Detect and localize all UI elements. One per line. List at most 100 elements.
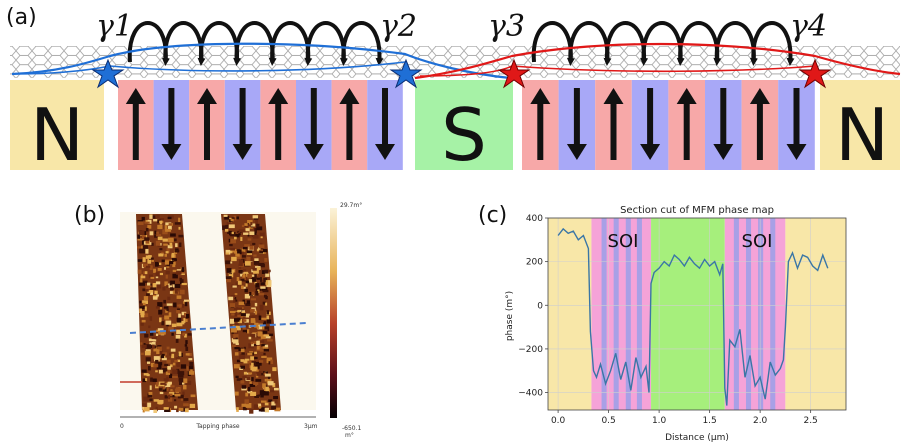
texture-speck [235,342,239,345]
texture-speck [180,407,187,412]
texture-speck [145,239,150,244]
wavefunction-left [11,42,511,80]
texture-speck [174,394,181,397]
texture-speck [249,384,256,387]
texture-speck [137,269,142,274]
texture-speck [172,362,176,366]
texture-speck [144,306,147,311]
texture-speck [262,249,268,253]
texture-speck [246,300,251,304]
texture-speck [183,378,188,384]
texture-speck [228,224,235,229]
texture-speck [257,346,260,350]
arrow-up-icon [676,88,697,160]
texture-speck [148,366,151,371]
texture-speck [153,399,159,402]
texture-speck [164,395,171,399]
texture-speck [178,313,181,319]
texture-speck [237,317,241,321]
texture-speck [231,231,234,235]
texture-speck [153,347,159,352]
texture-speck [154,290,158,294]
texture-speck [170,385,175,388]
texture-speck [145,285,152,289]
texture-speck [259,293,265,296]
texture-speck [147,225,152,229]
texture-speck [175,243,178,247]
texture-speck [164,315,170,320]
texture-speck [230,238,236,244]
texture-speck [149,214,153,219]
texture-speck [259,346,262,352]
texture-speck [157,346,162,351]
texture-speck [142,403,146,407]
wavefunction-right [414,42,901,80]
texture-speck [142,280,148,284]
texture-speck [245,224,251,227]
texture-speck [233,298,236,303]
texture-speck [248,386,251,392]
texture-speck [233,251,240,254]
panel-a-label: (a) [6,5,37,30]
texture-speck [253,382,259,385]
texture-speck [150,363,155,368]
texture-speck [163,378,168,382]
texture-speck [155,261,159,267]
texture-speck [234,311,238,317]
texture-speck [256,371,262,376]
gamma-1-label: γ1 [96,9,133,44]
texture-speck [225,276,232,279]
x-tick-label: 1.0 [652,416,667,426]
texture-speck [157,224,163,230]
texture-speck [244,323,249,328]
texture-speck [143,396,149,402]
texture-speck [165,383,171,387]
texture-speck [245,303,251,306]
texture-speck [264,378,267,382]
texture-speck [144,331,147,336]
region-soi-stripe [758,218,764,410]
texture-speck [254,322,259,328]
texture-speck [167,381,172,385]
texture-speck [261,330,268,334]
texture-speck [242,375,247,379]
panel-c-label: (c) [478,203,507,228]
star-icon-gamma2 [389,58,423,89]
texture-speck [146,293,150,296]
texture-speck [163,299,166,304]
texture-speck [176,291,180,295]
texture-speck [166,248,170,253]
texture-speck [265,302,268,306]
texture-speck [245,313,250,318]
texture-speck [154,234,157,238]
texture-speck [188,371,195,375]
texture-speck [153,409,157,413]
texture-speck [265,280,272,285]
texture-speck [236,254,242,259]
texture-speck [176,317,182,323]
texture-speck [153,219,158,222]
texture-speck [148,338,155,342]
arrow-down-icon [713,88,734,160]
texture-speck [187,353,192,356]
texture-speck [152,378,157,382]
y-tick-label: 0 [537,301,543,311]
texture-speck [241,385,247,389]
texture-speck [238,229,245,233]
texture-speck [245,261,251,266]
panel-b-mfm-image: (b) 0 3μm Tapping phase 29.7m° -650.1 m° [74,202,362,439]
texture-speck [266,284,272,288]
texture-speck [182,382,185,385]
texture-speck [185,346,189,351]
texture-speck [172,269,178,272]
texture-speck [174,222,181,225]
texture-speck [163,407,169,410]
texture-speck [183,301,186,305]
texture-speck [239,271,243,274]
texture-speck [170,233,176,237]
texture-speck [145,357,151,362]
texture-speck [172,263,176,268]
texture-speck [243,371,247,375]
texture-speck [180,281,183,284]
gamma-2-label: γ2 [380,9,417,44]
